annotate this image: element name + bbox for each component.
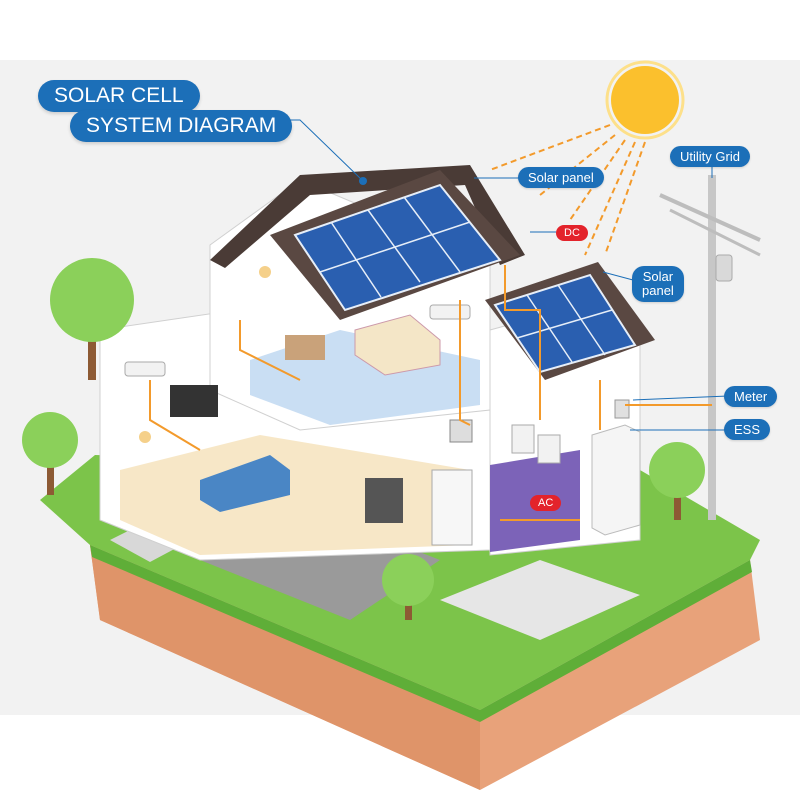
main-roof [210,165,525,268]
bed-icon [354,314,441,376]
solar-panel-icon [493,273,637,374]
title-pointer-dot [359,177,367,185]
soil-block [90,545,760,790]
tree-icon [50,258,134,380]
label-solar-panel-main: Solar panel [518,167,604,188]
label-solar-panel-lower-line1: Solar [642,269,674,284]
label-solar-panel-lower-line2: panel [642,283,674,298]
label-meter: Meter [724,386,778,407]
solar-panel-icon [293,183,502,312]
utility-pole-icon [659,175,761,520]
sun-icon [605,60,685,140]
power-wires [149,265,712,521]
refrigerator-icon [431,469,473,546]
washing-machine-icon [511,424,535,454]
tree-icon [382,554,434,620]
air-conditioner-icon [429,304,471,320]
air-conditioner-icon [124,361,166,377]
label-dc: DC [556,225,588,241]
tree-icon [649,442,705,520]
washing-machine-icon [537,434,561,464]
living-room-floor [120,435,470,555]
label-utility-grid: Utility Grid [670,146,750,167]
sofa-icon [200,455,290,512]
tree-icon [22,412,78,495]
desk-icon [285,335,325,360]
grass-edge [90,545,752,722]
walkway [440,560,640,640]
battery-ess-icon [591,424,641,536]
meter-icon [614,399,630,419]
label-ess: ESS [724,419,771,440]
lamp-icon [259,266,271,278]
label-solar-panel-lower: Solar panel [632,266,684,302]
stove-icon [365,478,403,523]
soil-shade [90,545,480,790]
title-line2: SYSTEM DIAGRAM [70,110,293,142]
tv-icon [170,385,218,417]
title-line1: SOLAR CELL [38,80,200,112]
lamp-icon [139,431,151,443]
label-ac: AC [530,495,562,511]
